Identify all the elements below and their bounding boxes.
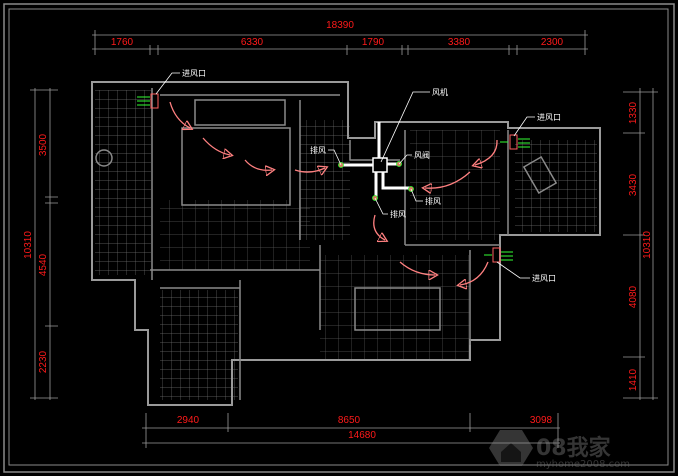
right-dim-1: 1330 bbox=[628, 101, 639, 124]
right-dim-4: 1410 bbox=[628, 368, 639, 391]
exhaust-label-lower: 排风 bbox=[390, 209, 406, 219]
damper-label-right: 风阀 bbox=[414, 151, 430, 160]
duct-lines bbox=[341, 122, 411, 198]
top-dim-5: 2300 bbox=[541, 37, 564, 48]
building-outline bbox=[91, 81, 601, 406]
bottom-dim-1: 2940 bbox=[177, 415, 200, 426]
exhaust-label-left: 排风 bbox=[310, 145, 326, 155]
outer-frame bbox=[3, 3, 675, 473]
watermark-site: myhome2008.com bbox=[536, 459, 630, 470]
bottom-dim-2: 8650 bbox=[338, 415, 361, 426]
inlet-label-2: 进风口 bbox=[537, 113, 561, 122]
left-dim-1: 3500 bbox=[38, 133, 49, 156]
airflow-arrows bbox=[169, 101, 498, 285]
right-dim-3: 4080 bbox=[628, 285, 639, 308]
top-dim-1: 1760 bbox=[111, 37, 134, 48]
bottom-dim-3: 3098 bbox=[530, 415, 553, 426]
fan-label: 风机 bbox=[432, 87, 448, 97]
inlet-label-1: 进风口 bbox=[182, 69, 206, 78]
exhaust-label-lower-right: 排风 bbox=[425, 196, 441, 206]
air-inlets bbox=[137, 93, 530, 263]
leader-lines bbox=[155, 72, 535, 279]
right-total-dim: 10310 bbox=[642, 231, 653, 259]
watermark-logo: 08我家 myhome2008.com bbox=[489, 430, 630, 470]
right-dim-2: 3430 bbox=[628, 173, 639, 196]
top-dim-2: 6330 bbox=[241, 37, 264, 48]
inner-frame bbox=[8, 8, 669, 466]
top-total-dim: 18390 bbox=[326, 20, 354, 31]
top-dim-4: 3380 bbox=[448, 37, 471, 48]
dimension-lines bbox=[30, 30, 658, 448]
floor-tiles bbox=[95, 90, 597, 400]
top-dim-3: 1790 bbox=[362, 37, 385, 48]
left-total-dim: 10310 bbox=[23, 231, 34, 259]
left-dim-3: 2230 bbox=[38, 350, 49, 373]
watermark-brand: 08我家 bbox=[536, 435, 612, 461]
inlet-label-3: 进风口 bbox=[532, 274, 556, 283]
bottom-total-dim: 14680 bbox=[348, 430, 376, 441]
left-dim-2: 4540 bbox=[38, 253, 49, 276]
interior-walls bbox=[95, 88, 558, 400]
fan-unit bbox=[372, 157, 388, 173]
